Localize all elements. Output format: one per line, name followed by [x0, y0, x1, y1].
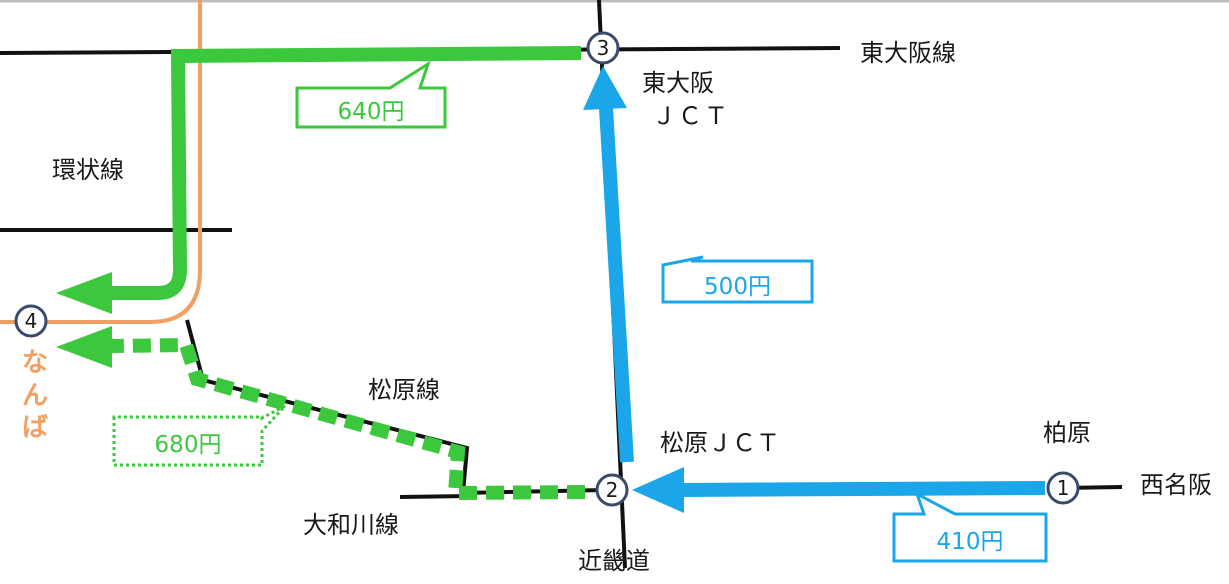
callout-410 [892, 490, 1048, 563]
label-higashi-osaka-line: 東大阪線 [860, 39, 956, 67]
node-4 [14, 304, 48, 338]
blue-arrowhead-higashi-osaka [583, 66, 627, 110]
callout-680 [112, 404, 287, 467]
fare-680: 680円 [154, 432, 222, 458]
label-loop-line: 環状線 [52, 156, 124, 184]
callout-500 [661, 255, 814, 304]
fare-640: 640円 [337, 99, 405, 125]
fare-500: 500円 [704, 274, 771, 300]
loop-line [0, 0, 202, 324]
label-matsubara-jct: 松原ＪＣＴ [660, 429, 780, 457]
node-2-number: 2 [605, 478, 619, 502]
label-higashi-osaka-jct: ＪＣＴ [652, 102, 730, 130]
label-matsubara-line: 松原線 [368, 376, 440, 404]
green-route-higashi-osaka-to-namba [110, 46, 582, 300]
blue-arrowhead-matsubara [632, 467, 684, 513]
node-2 [595, 473, 629, 507]
node-1-number: 1 [1056, 476, 1070, 500]
node-3 [586, 31, 620, 65]
label-yamatogawa-line: 大和川線 [303, 511, 399, 539]
matsubara-line-road [185, 319, 606, 496]
node-3-number: 3 [596, 36, 610, 60]
node-4-number: 4 [24, 309, 38, 333]
label-nishi-meihan: 西名阪 [1140, 471, 1212, 499]
green-route-matsubara-to-namba [109, 337, 586, 501]
yamatogawa-line-road [399, 494, 471, 499]
label-higashi-osaka: 東大阪 [642, 69, 714, 97]
node-1 [1046, 471, 1080, 505]
label-kashiwara: 柏原 [1043, 419, 1091, 447]
blue-route-kashiwara-to-matsubara [679, 481, 1046, 497]
label-namba: なんば [22, 348, 49, 443]
callout-640 [295, 60, 447, 129]
fare-410: 410円 [936, 529, 1004, 555]
green-arrowhead-dotted [56, 326, 112, 368]
green-arrowhead-solid [56, 272, 112, 314]
blue-route-matsubara-to-higashi-osaka [599, 107, 634, 463]
label-kinki-expressway: 近畿道 [578, 547, 650, 575]
